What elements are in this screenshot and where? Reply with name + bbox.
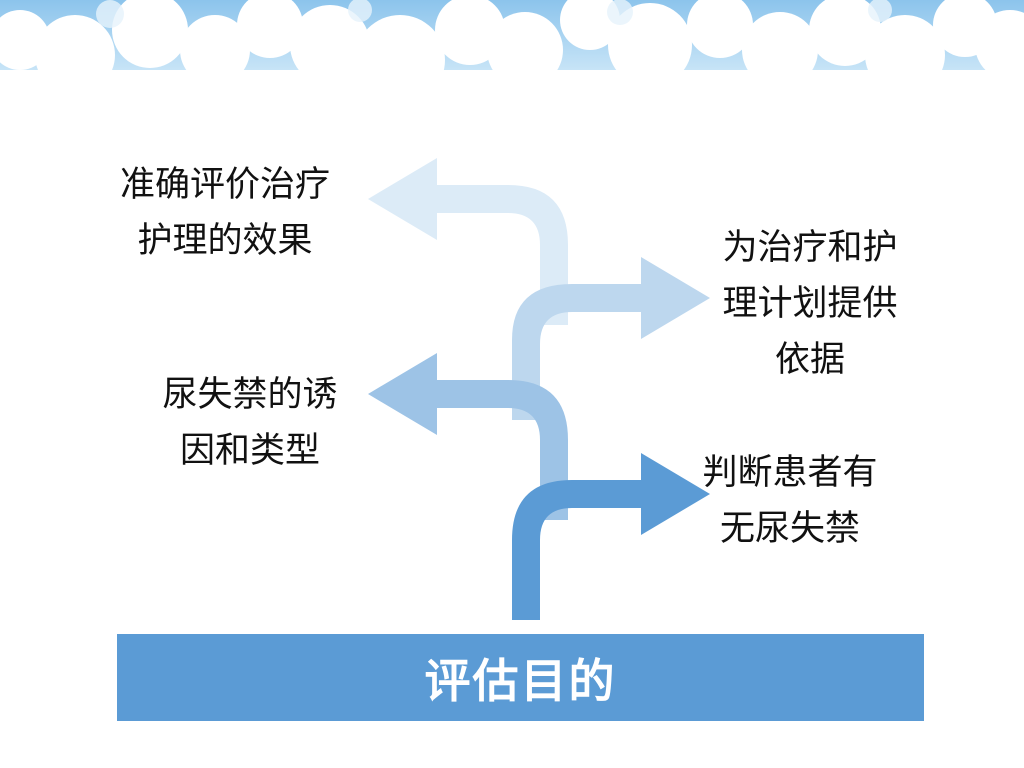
slide-title: 评估目的 — [424, 653, 617, 708]
label-top-left: 准确评价治疗 护理的效果 — [119, 165, 330, 261]
label-middle-left: 尿失禁的诱 因和类型 — [162, 375, 338, 471]
label-bottom-right: 判断患者有 无尿失禁 — [702, 453, 878, 549]
label-top-right: 为治疗和护 理计划提供 依据 — [722, 228, 898, 380]
arrow-bottom-right — [512, 453, 710, 620]
title-bar: 评估目的 — [117, 634, 924, 721]
arrow-top-right — [512, 257, 710, 420]
arrow-middle-left — [368, 353, 568, 520]
cloud-banner — [0, 0, 1024, 130]
arrow-top-left — [368, 158, 568, 325]
